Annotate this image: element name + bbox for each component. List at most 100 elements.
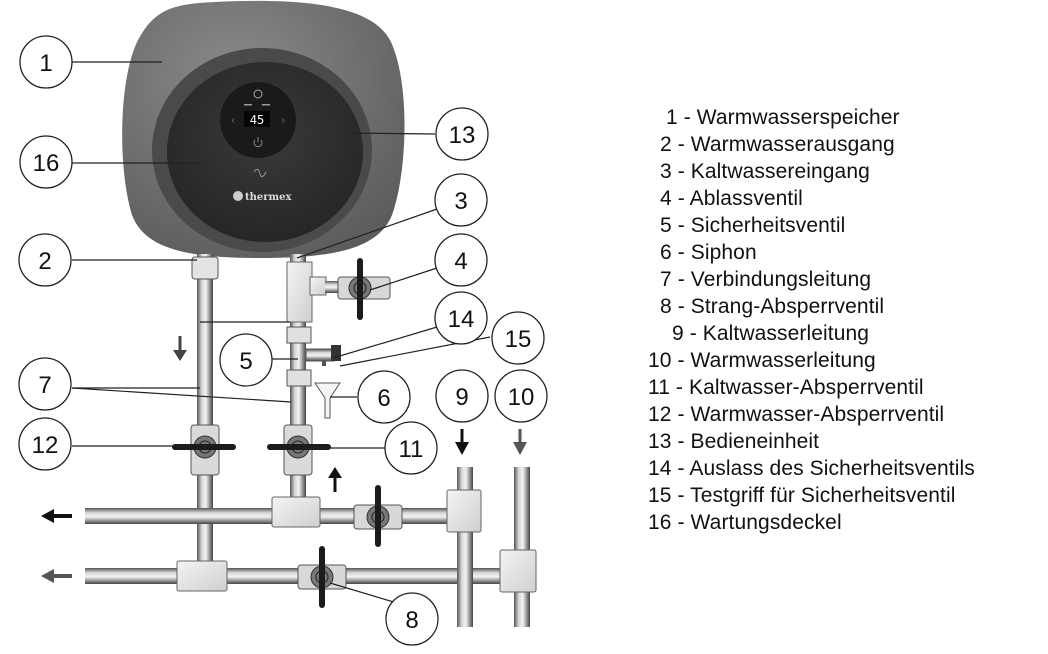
legend-separator: -: [671, 268, 691, 291]
callout-14: 14: [434, 291, 488, 345]
legend-item: 7 - Verbindungsleitung: [660, 266, 975, 293]
callout-10: 10: [494, 369, 548, 423]
legend-number: 11: [648, 376, 670, 399]
leader-lines: [71, 61, 491, 604]
legend-separator: -: [671, 133, 691, 156]
drain-stub: [325, 281, 339, 293]
mode-indicators: [244, 104, 270, 106]
legend-label: Warmwasserleitung: [690, 349, 876, 372]
legend-number: 8: [660, 295, 672, 318]
legend-number: 12: [648, 403, 672, 426]
water-heater-tank: 45 ‹ › thermex: [122, 0, 405, 259]
arrow-up-icon: [328, 467, 342, 492]
brand-name: thermex: [245, 192, 292, 203]
flow-arrows: [41, 336, 527, 583]
legend-number: 4: [660, 187, 672, 210]
callout-12: 12: [18, 417, 72, 471]
legend-item: 8 - Strang-Absperrventil: [660, 293, 975, 320]
legend-separator: -: [670, 376, 689, 399]
legend-label: Strang-Absperrventil: [690, 295, 885, 318]
hot-outlet-pipe: [197, 254, 213, 574]
legend-separator: -: [671, 241, 691, 264]
callout-number: 12: [32, 432, 59, 459]
legend-item: 9 - Kaltwasserleitung: [660, 320, 975, 347]
callout-number: 16: [33, 150, 60, 177]
thermex-logo-icon: thermex: [233, 191, 292, 203]
callout-1: 1: [19, 35, 73, 89]
legend-separator: -: [671, 349, 691, 372]
legend-separator: -: [671, 484, 691, 507]
legend-number: 13: [648, 430, 672, 453]
legend-item: 13 - Bedieneinheit: [648, 428, 975, 455]
safety-valve-outlet: [322, 360, 326, 366]
callout-9: 9: [435, 369, 489, 423]
cold-inlet-tee: [286, 261, 313, 323]
arrow-down-icon: [513, 429, 527, 455]
legend-item: 15 - Testgriff für Sicherheitsventil: [648, 482, 975, 509]
hot-riser-pipe: [514, 467, 530, 627]
cold-line-valve[interactable]: [353, 485, 403, 547]
temperature-value: 45: [250, 113, 264, 127]
legend-separator: -: [677, 106, 697, 129]
chevron-left-icon[interactable]: ‹: [231, 115, 234, 126]
legend-label: Kaltwasserleitung: [702, 322, 870, 345]
cold-shutoff-valve[interactable]: [267, 424, 331, 476]
hot-outlet-nut: [191, 256, 219, 280]
legend-item: 6 - Siphon: [660, 239, 975, 266]
legend-label: Auslass des Sicherheitsventils: [689, 457, 975, 480]
callout-number: 3: [454, 188, 467, 215]
drain-valve[interactable]: [337, 258, 391, 320]
safety-valve-test-handle[interactable]: [331, 345, 341, 361]
pipework: [85, 254, 537, 627]
callout-number: 2: [38, 248, 51, 275]
legend-item: 11 - Kaltwasser-Absperrventil: [648, 374, 975, 401]
legend-label: Testgriff für Sicherheitsventil: [690, 484, 956, 507]
legend-separator: -: [671, 457, 690, 480]
legend-label: Bedieneinheit: [690, 430, 820, 453]
settings-icon[interactable]: [253, 89, 263, 99]
callout-15: 15: [491, 311, 545, 365]
callout-number: 13: [449, 122, 476, 149]
safety-valve[interactable]: [305, 345, 341, 366]
legend-number: 14: [648, 457, 672, 480]
temperature-display: [244, 111, 270, 127]
callout-number: 1: [39, 50, 52, 77]
legend-label: Warmwasser-Absperrventil: [690, 403, 945, 426]
legend-separator: -: [671, 430, 691, 453]
arrow-left-icon: [41, 569, 72, 583]
callout-number: 6: [377, 385, 390, 412]
callout-5: 5: [219, 333, 273, 387]
callout-number: 14: [448, 306, 475, 333]
legend-label: Ablassventil: [689, 187, 803, 210]
power-icon[interactable]: [253, 137, 263, 148]
tee-cold-connection: [271, 496, 321, 528]
callout-number: 10: [508, 384, 535, 411]
legend-number: 1: [666, 106, 678, 129]
legend-label: Wartungsdeckel: [690, 511, 842, 534]
branch-shutoff-valve[interactable]: [297, 546, 347, 608]
callout-number: 4: [454, 248, 467, 275]
legend-number: 6: [660, 241, 672, 264]
legend-separator: -: [671, 214, 691, 237]
callout-11: 11: [384, 421, 438, 475]
legend-separator: -: [671, 295, 691, 318]
callout-7: 7: [18, 357, 72, 411]
legend-label: Sicherheitsventil: [690, 214, 846, 237]
legend-item: 5 - Sicherheitsventil: [660, 212, 975, 239]
arrow-down-icon: [455, 429, 469, 455]
legend-label: Warmwasserspeicher: [696, 106, 900, 129]
legend-number: 2: [660, 133, 672, 156]
legend-separator: -: [683, 322, 703, 345]
legend-label: Kaltwassereingang: [690, 160, 870, 183]
tee-hot-connection: [176, 560, 228, 592]
callout-number: 7: [38, 372, 51, 399]
legend-label: Warmwasserausgang: [690, 133, 895, 156]
chevron-right-icon[interactable]: ›: [281, 115, 284, 126]
callout-4: 4: [434, 233, 488, 287]
legend-number: 7: [660, 268, 672, 291]
hot-shutoff-valve[interactable]: [172, 424, 236, 476]
legend-label: Siphon: [690, 241, 757, 264]
legend: 1 - Warmwasserspeicher 2 - Warmwasseraus…: [648, 104, 975, 536]
legend-separator: -: [671, 511, 691, 534]
legend-item: 12 - Warmwasser-Absperrventil: [648, 401, 975, 428]
